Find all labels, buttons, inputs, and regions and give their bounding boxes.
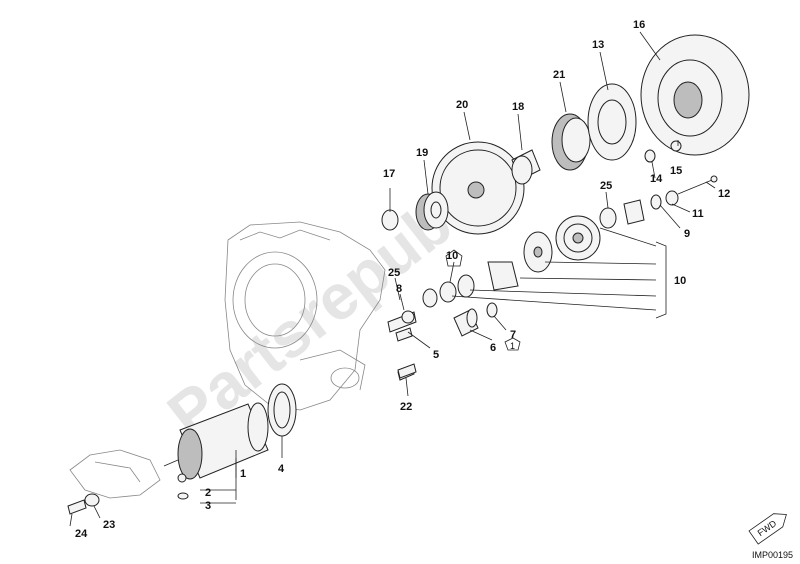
- callout-20: 20: [456, 99, 468, 111]
- bolt: [67, 499, 87, 515]
- svg-text:1: 1: [510, 341, 515, 351]
- callout-23: 23: [103, 519, 115, 531]
- callout-labels: 16 13 21 20 18 19 17 15 14 25 12 11 9 10…: [75, 19, 730, 540]
- pentagon-mark-1-upper: [445, 249, 463, 267]
- callout-15: 15: [670, 165, 682, 177]
- callout-22: 22: [400, 401, 412, 413]
- callout-18: 18: [512, 101, 524, 113]
- callout-19: 19: [416, 147, 428, 159]
- fwd-label: FWD: [756, 518, 779, 538]
- pentagon-mark-1: 1: [504, 337, 521, 351]
- callout-11: 11: [692, 208, 704, 220]
- callout-10-upper: 10: [446, 250, 458, 262]
- callout-10-bracket: 10: [674, 275, 686, 287]
- callout-2: 2: [205, 487, 211, 499]
- callout-1: 1: [240, 468, 246, 480]
- bushing: [511, 149, 541, 185]
- callout-3: 3: [205, 500, 211, 512]
- callout-13: 13: [592, 39, 604, 51]
- intermediate-gear: [555, 175, 718, 261]
- bolt: [397, 363, 417, 379]
- fwd-arrow: FWD: [748, 513, 787, 545]
- callout-21: 21: [553, 69, 565, 81]
- callout-5: 5: [433, 349, 439, 361]
- starter-motor: [163, 402, 269, 500]
- starter-gear-large: [431, 141, 525, 235]
- callout-17: 17: [383, 168, 395, 180]
- callout-24: 24: [75, 528, 88, 540]
- reference-code: IMP00195: [752, 550, 793, 560]
- callout-25: 25: [388, 267, 400, 279]
- callout-14: 14: [650, 173, 663, 185]
- leader-lines: [69, 31, 716, 527]
- callout-25-top: 25: [600, 180, 612, 192]
- freewheel-flange: [587, 83, 637, 161]
- spacer: [84, 493, 100, 507]
- callout-6: 6: [490, 342, 496, 354]
- callout-9: 9: [684, 228, 690, 240]
- flywheel: [640, 34, 750, 163]
- freewheel: [551, 113, 591, 171]
- callout-16: 16: [633, 19, 645, 31]
- needle-bearing: [381, 191, 449, 231]
- callout-12: 12: [718, 188, 730, 200]
- callout-4: 4: [278, 463, 285, 475]
- engine-case-outline: [69, 221, 386, 499]
- callout-7: 7: [510, 329, 516, 341]
- callout-8: 8: [396, 283, 402, 295]
